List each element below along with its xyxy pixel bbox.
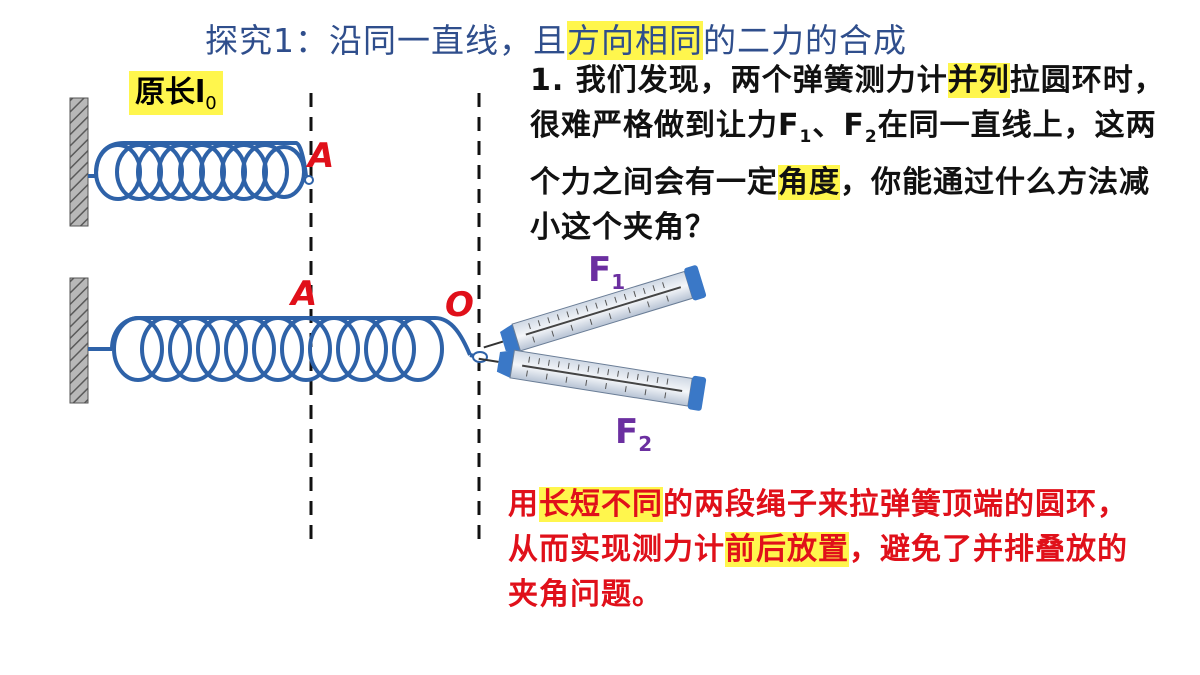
point-a-label-bottom: A — [291, 274, 318, 314]
wall-bottom — [69, 277, 89, 404]
force-f1-label: F1 — [588, 250, 626, 294]
answer-highlight-placement: 前后放置 — [725, 532, 849, 567]
wall-top — [69, 97, 89, 227]
spring-original — [88, 141, 314, 201]
point-o-label: O — [445, 285, 474, 325]
title-suffix: 的二力的合成 — [703, 21, 907, 60]
original-length-label: 原长l0 — [129, 71, 223, 115]
force-f2-label: F2 — [615, 412, 653, 456]
answer-text: 用长短不同的两段绳子来拉弹簧顶端的圆环，从而实现测力计前后放置，避免了并排叠放的… — [508, 487, 1128, 612]
spring-stretched — [88, 316, 488, 382]
original-length-subscript: 0 — [205, 93, 217, 114]
original-length-text: 原长l — [135, 75, 206, 110]
question-highlight-parallel: 并列 — [947, 63, 1010, 98]
slide-title: 探究1：沿同一直线，且方向相同的二力的合成 — [205, 14, 907, 62]
spring-scale-1 — [483, 265, 707, 352]
question-text: 1. 我们发现，两个弹簧测力计并列拉圆环时，很难严格做到让力F1、F2在同一直线… — [530, 63, 1165, 245]
question-highlight-angle: 角度 — [778, 165, 840, 200]
answer-highlight-lengths: 长短不同 — [539, 487, 663, 522]
title-highlight: 方向相同 — [567, 21, 703, 60]
title-prefix: 探究1：沿同一直线，且 — [205, 21, 567, 60]
point-a-label-top: A — [308, 136, 335, 176]
spring-scale-2 — [478, 349, 707, 411]
